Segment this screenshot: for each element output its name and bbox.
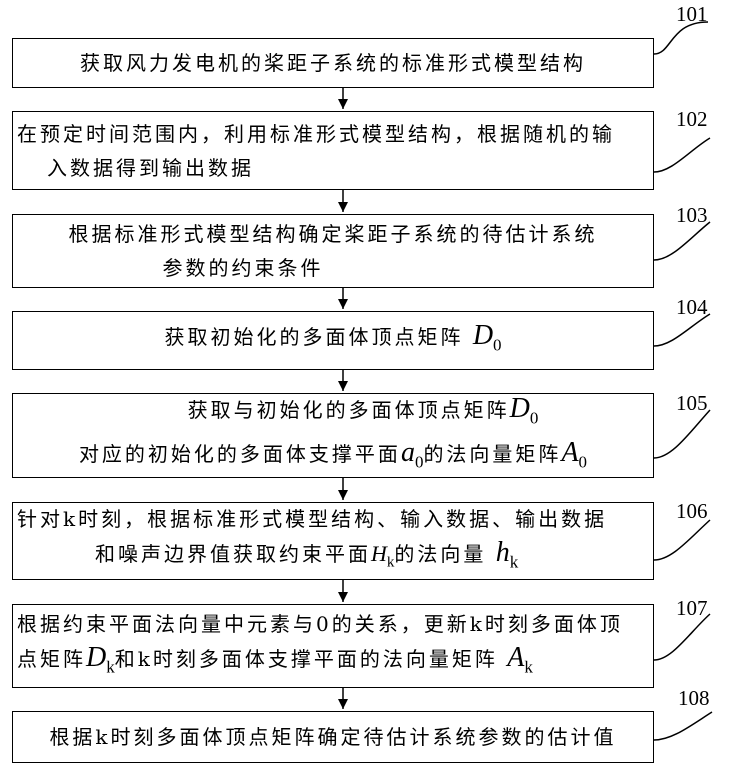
step-106-line-2a: 和噪声边界值获取约束平面 bbox=[95, 542, 371, 566]
step-box-103: 根据标准形式模型结构确定桨距子系统的待估计系统 参数的约束条件 bbox=[12, 214, 654, 288]
step-106-line-2b: 的法向量 bbox=[394, 542, 486, 566]
step-number-108: 108 bbox=[678, 686, 710, 711]
step-box-104: 获取初始化的多面体顶点矩阵 D0 bbox=[12, 311, 654, 370]
step-number-104: 104 bbox=[676, 295, 708, 320]
step-box-106: 针对k时刻，根据标准形式模型结构、输入数据、输出数据 和噪声边界值获取约束平面H… bbox=[12, 502, 654, 580]
leader-106 bbox=[654, 520, 710, 560]
step-102-line-2: 入数据得到输出数据 bbox=[17, 151, 254, 185]
step-box-105: 获取与初始化的多面体顶点矩阵D0 对应的初始化的多面体支撑平面a0的法向量矩阵A… bbox=[12, 393, 654, 478]
step-103-line-1: 根据标准形式模型结构确定桨距子系统的待估计系统 bbox=[69, 217, 598, 251]
step-106-line-1: 针对k时刻，根据标准形式模型结构、输入数据、输出数据 bbox=[17, 502, 607, 536]
step-107-line-2a: 点矩阵 bbox=[17, 647, 86, 671]
step-107-line-2b: 和k时刻多面体支撑平面的法向量矩阵 bbox=[115, 647, 498, 671]
step-107-line-1: 根据约束平面法向量中元素与0的关系，更新k时刻多面体顶 bbox=[17, 607, 623, 641]
step-box-108: 根据k时刻多面体顶点矩阵确定待估计系统参数的估计值 bbox=[12, 711, 654, 763]
step-number-103: 103 bbox=[676, 203, 708, 228]
step-102-line-1: 在预定时间范围内，利用标准形式模型结构，根据随机的输 bbox=[17, 117, 615, 151]
step-number-106: 106 bbox=[676, 499, 708, 524]
step-number-102: 102 bbox=[676, 107, 708, 132]
step-107-symbol-Dk: Dk bbox=[86, 642, 115, 673]
step-105-symbol-A0: A0 bbox=[561, 437, 587, 468]
leader-108 bbox=[654, 712, 712, 740]
step-number-107: 107 bbox=[676, 596, 708, 621]
step-105-symbol-a0: a0 bbox=[401, 437, 424, 468]
step-105-line-2a: 对应的初始化的多面体支撑平面 bbox=[79, 442, 401, 466]
step-103-line-2: 参数的约束条件 bbox=[163, 251, 504, 285]
step-105-line-1: 获取与初始化的多面体顶点矩阵 bbox=[188, 398, 510, 422]
step-108-text: 根据k时刻多面体顶点矩阵确定待估计系统参数的估计值 bbox=[49, 720, 616, 754]
step-box-101: 获取风力发电机的桨距子系统的标准形式模型结构 bbox=[12, 38, 654, 88]
step-104-symbol: D0 bbox=[473, 320, 502, 351]
step-104-text: 获取初始化的多面体顶点矩阵 bbox=[164, 325, 463, 349]
step-107-symbol-Ak: Ak bbox=[507, 642, 533, 673]
step-105-symbol-D0: D0 bbox=[510, 393, 539, 424]
leader-102 bbox=[654, 138, 710, 172]
step-101-text: 获取风力发电机的桨距子系统的标准形式模型结构 bbox=[80, 46, 586, 80]
step-106-symbol-hk: hk bbox=[496, 537, 519, 568]
step-box-102: 在预定时间范围内，利用标准形式模型结构，根据随机的输 入数据得到输出数据 bbox=[12, 111, 654, 190]
leader-105 bbox=[654, 410, 710, 458]
step-106-symbol-Hk: Hk bbox=[371, 541, 394, 566]
step-number-105: 105 bbox=[676, 391, 708, 416]
step-105-line-2b: 的法向量矩阵 bbox=[423, 442, 561, 466]
step-box-107: 根据约束平面法向量中元素与0的关系，更新k时刻多面体顶 点矩阵Dk和k时刻多面体… bbox=[12, 604, 654, 688]
step-number-101: 101 bbox=[676, 2, 708, 27]
